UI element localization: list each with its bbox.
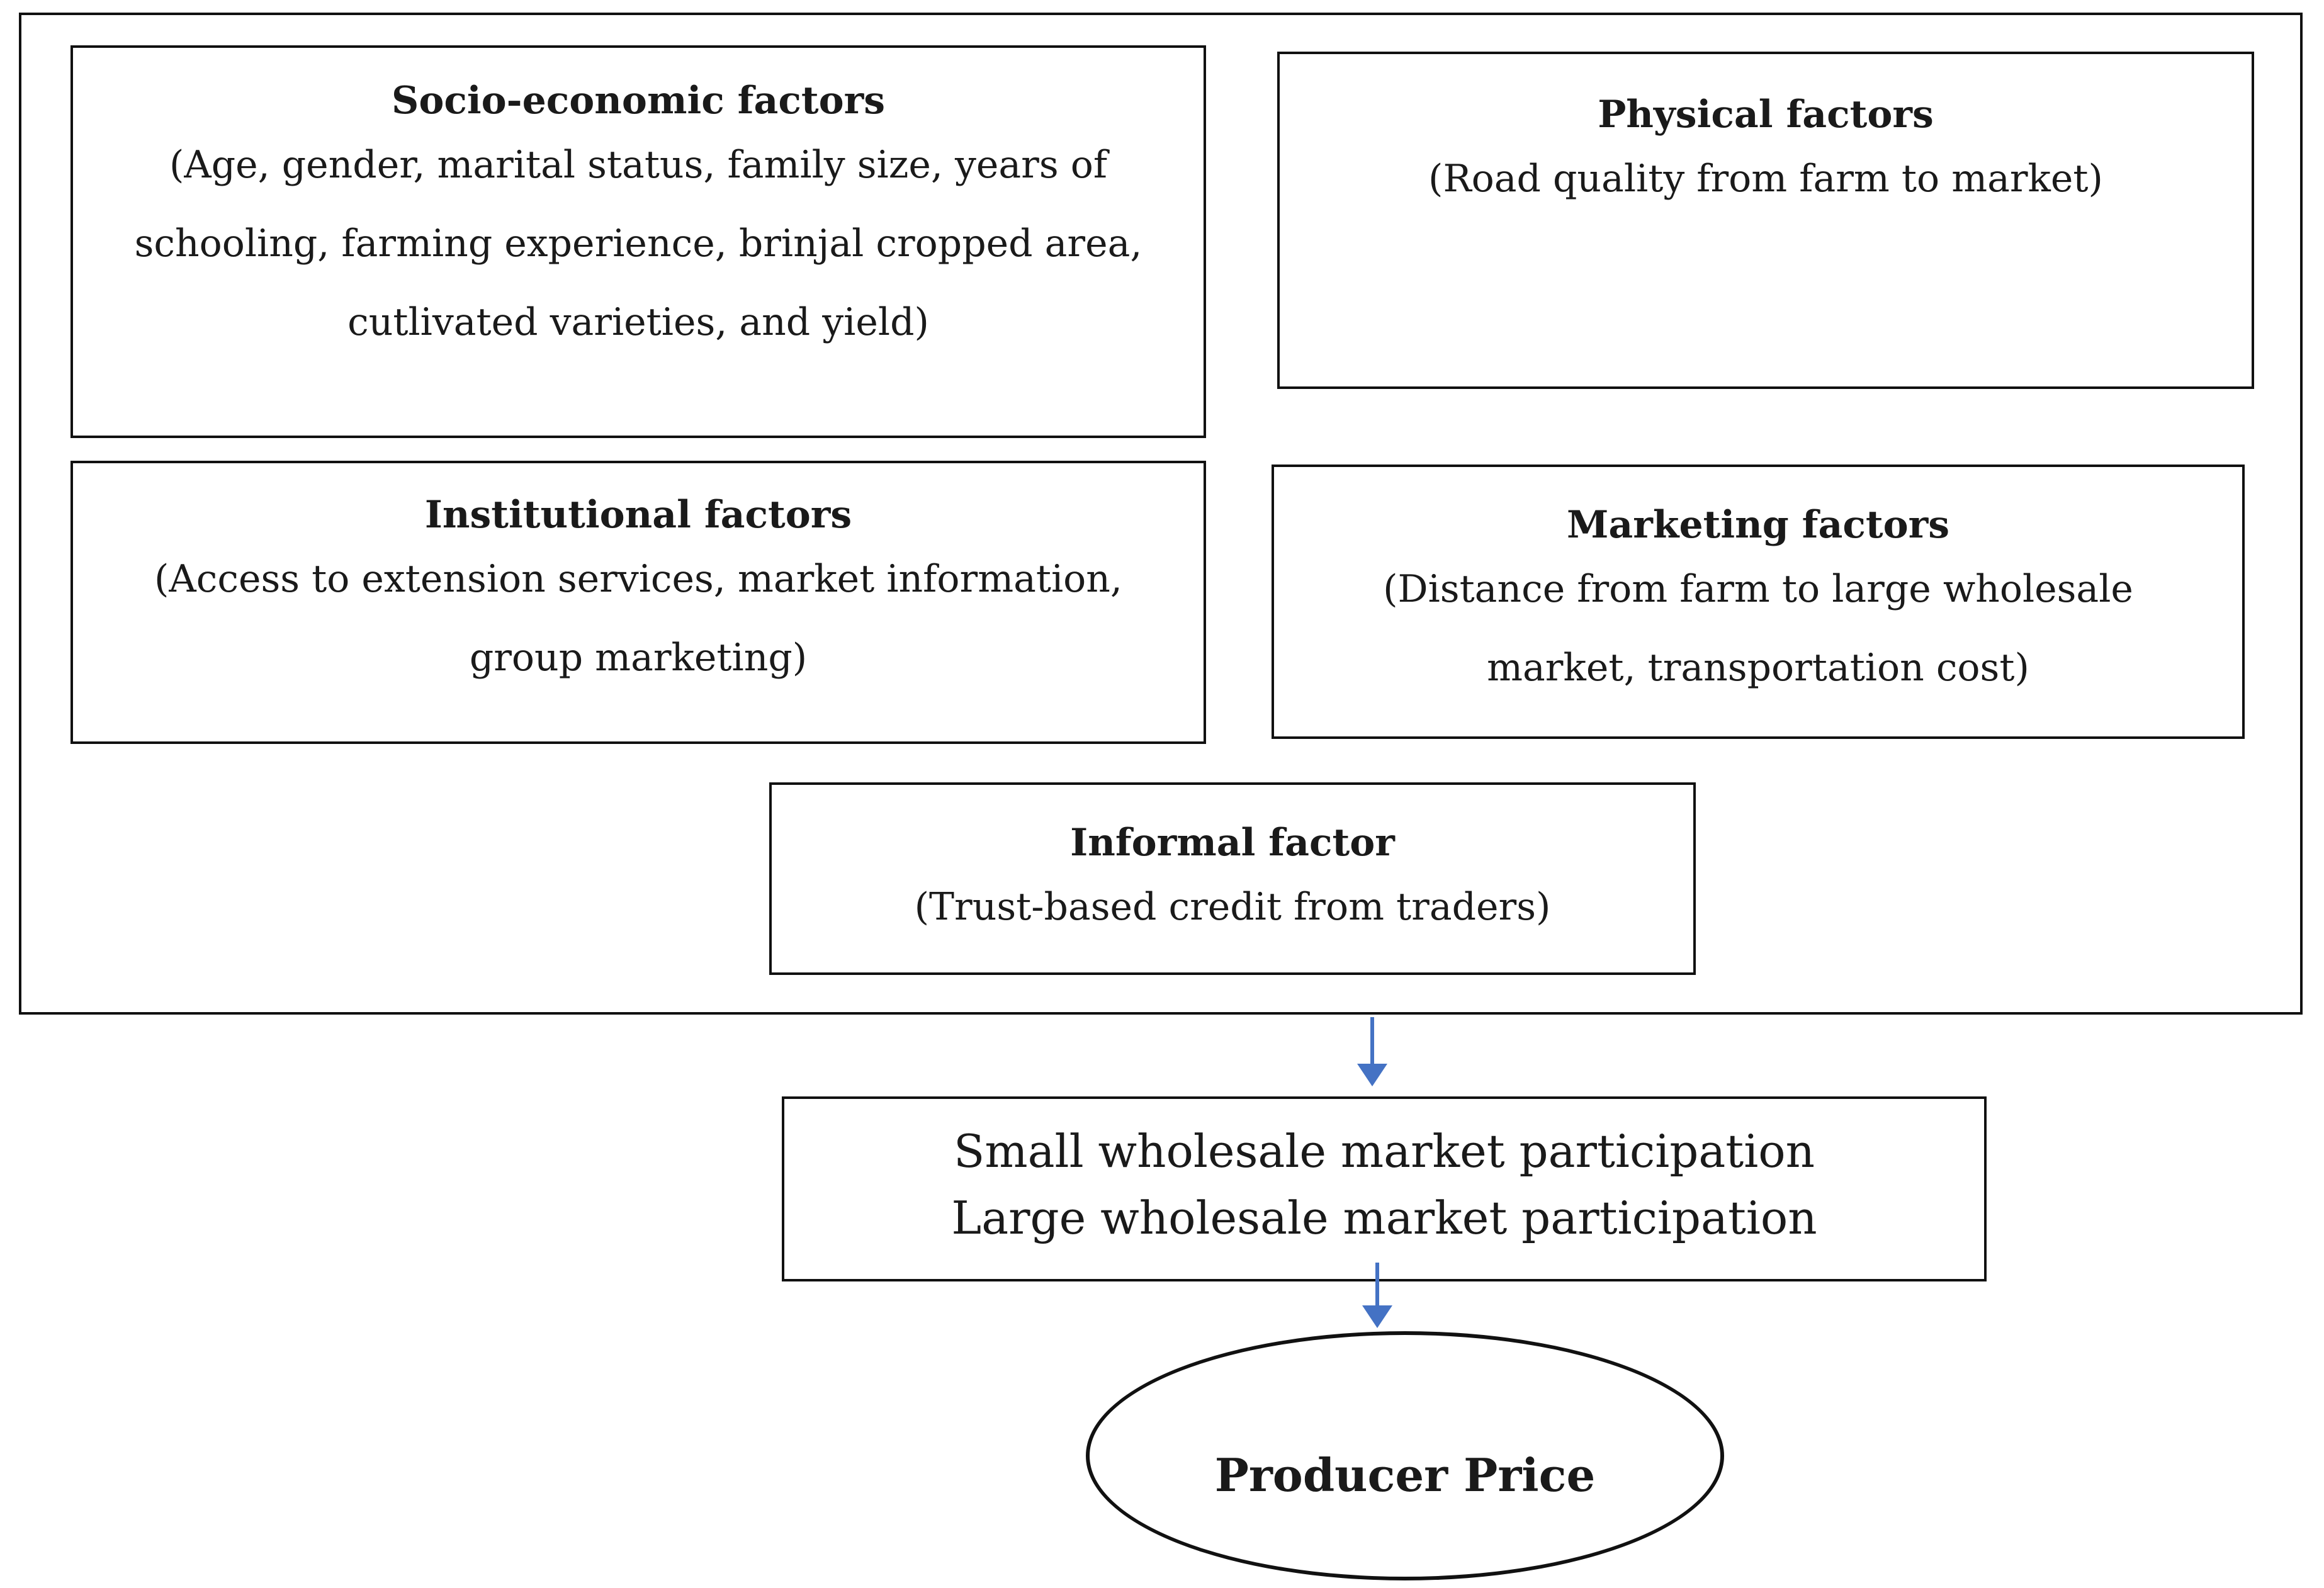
informal-factor-line-1: (Trust-based credit from traders) — [914, 885, 1551, 929]
socio-economic-factors-line-1: (Age, gender, marital status, family siz… — [169, 143, 1108, 187]
market-participation-box: Small wholesale market participation Lar… — [782, 1096, 1987, 1281]
informal-factor-title: Informal factor — [1070, 821, 1395, 865]
institutional-factors-box: Institutional factors (Access to extensi… — [71, 461, 1206, 744]
marketing-factors-line-1: (Distance from farm to large wholesale — [1383, 567, 2133, 611]
small-wholesale-participation-label: Small wholesale market participation — [954, 1125, 1815, 1178]
socio-economic-factors-title: Socio-economic factors — [391, 79, 885, 123]
informal-factor-box: Informal factor (Trust-based credit from… — [769, 782, 1696, 975]
marketing-factors-box: Marketing factors (Distance from farm to… — [1272, 465, 2245, 739]
producer-price-ellipse: Producer Price — [1086, 1331, 1724, 1580]
large-wholesale-participation-label: Large wholesale market participation — [951, 1191, 1817, 1244]
physical-factors-title: Physical factors — [1598, 93, 1934, 137]
physical-factors-line-1: (Road quality from farm to market) — [1428, 157, 2103, 201]
factors-group-frame — [19, 13, 2303, 1015]
physical-factors-box: Physical factors (Road quality from farm… — [1277, 52, 2254, 389]
institutional-factors-title: Institutional factors — [424, 493, 852, 537]
producer-price-label: Producer Price — [1214, 1448, 1596, 1502]
institutional-factors-line-2: group marketing) — [469, 636, 808, 680]
institutional-factors-line-1: (Access to extension services, market in… — [154, 557, 1122, 601]
marketing-factors-line-2: market, transportation cost) — [1487, 646, 2029, 690]
socio-economic-factors-line-2: schooling, farming experience, brinjal c… — [134, 222, 1142, 266]
socio-economic-factors-box: Socio-economic factors (Age, gender, mar… — [71, 45, 1206, 438]
marketing-factors-title: Marketing factors — [1567, 503, 1949, 547]
arrow-factors-to-participation — [1357, 1017, 1387, 1086]
socio-economic-factors-line-3: cutlivated varieties, and yield) — [347, 300, 929, 344]
